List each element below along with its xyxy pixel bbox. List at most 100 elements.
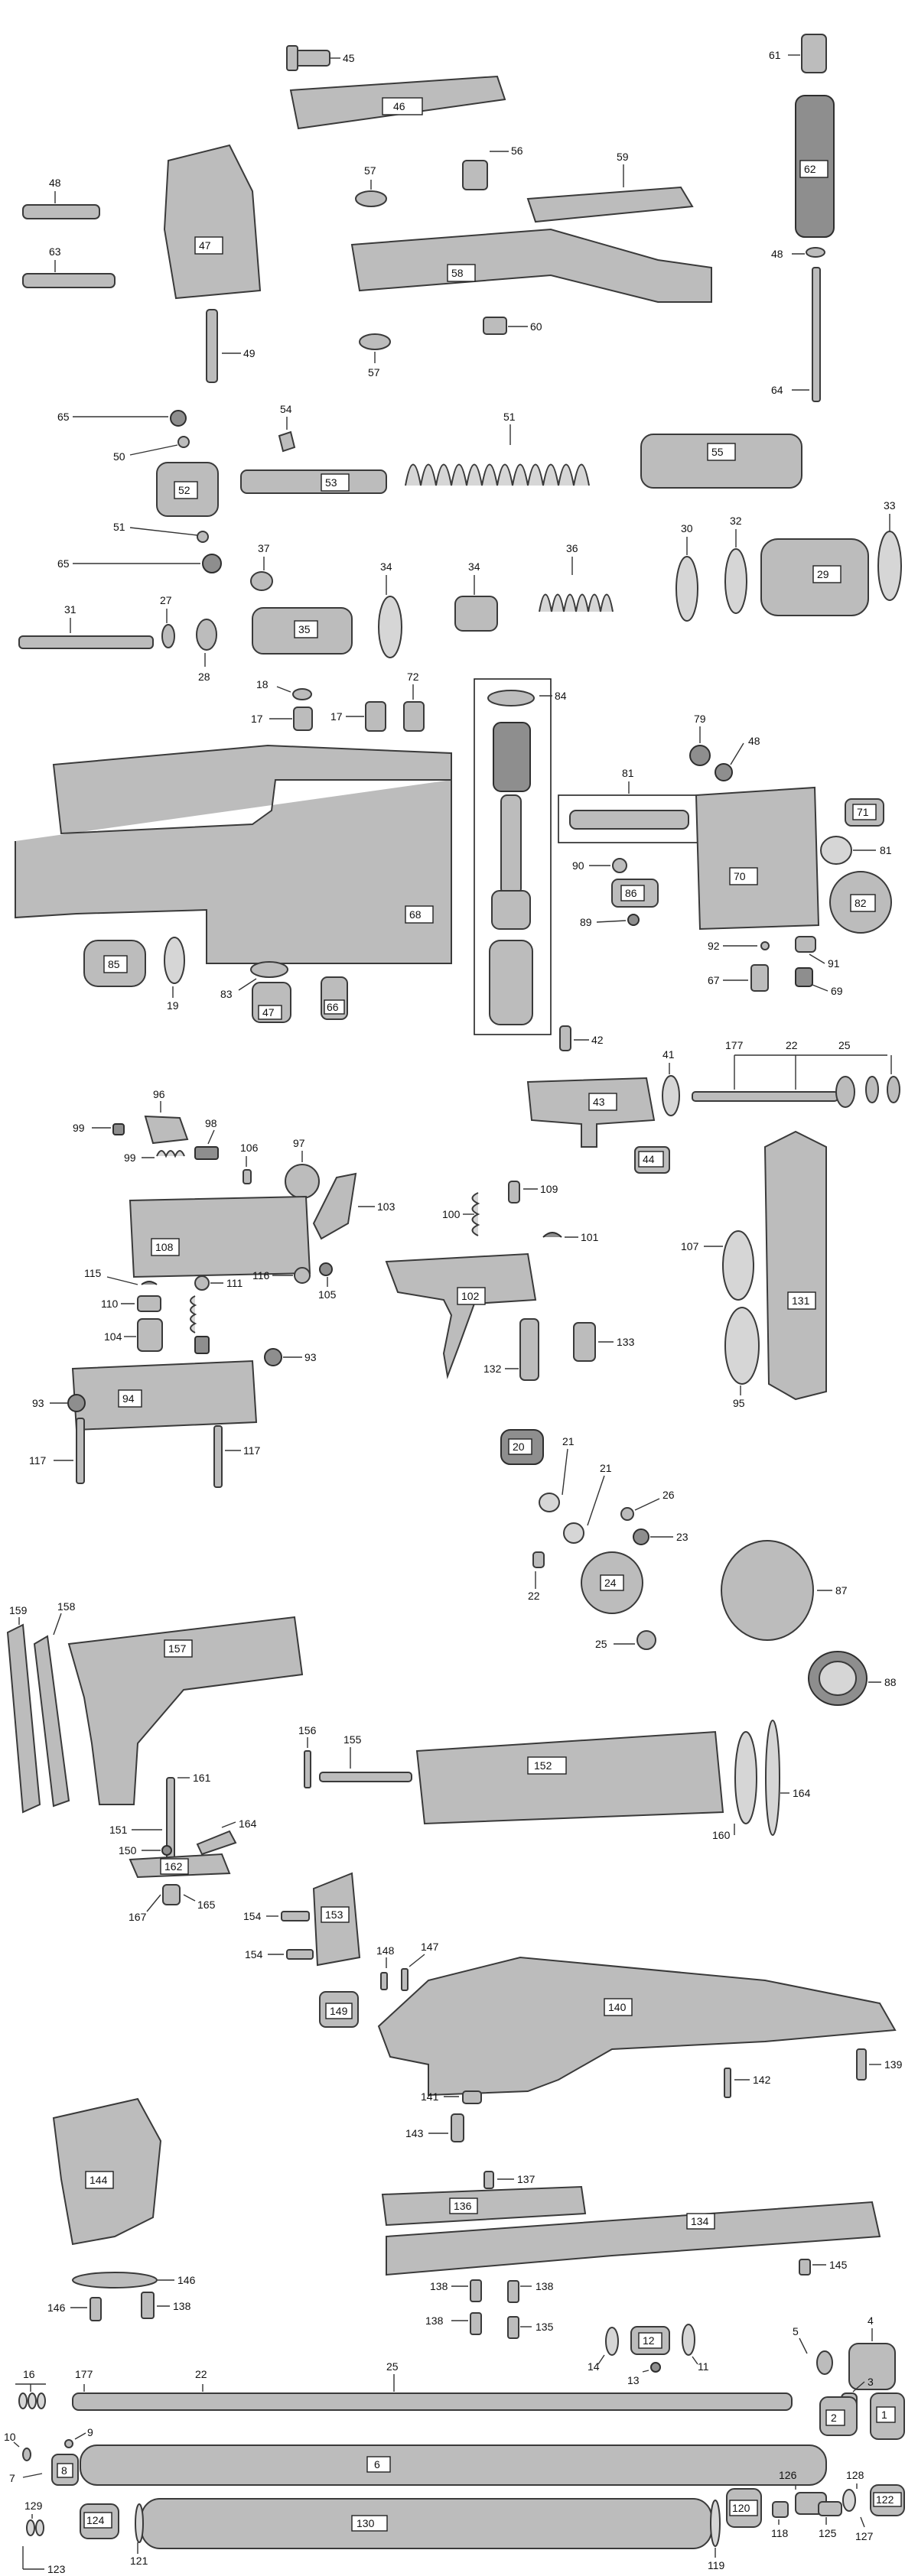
boxed-label: 94 bbox=[122, 1392, 135, 1405]
callout: 123 bbox=[47, 2563, 66, 2575]
callout: 138 bbox=[425, 2315, 444, 2327]
callout: 16 bbox=[23, 2368, 35, 2380]
callout: 14 bbox=[588, 2360, 600, 2373]
part-110: 105 bbox=[318, 1262, 337, 1301]
callout: 111 bbox=[226, 1277, 243, 1289]
part-25: 25 bbox=[595, 1630, 656, 1650]
part-124: 120 bbox=[726, 2488, 762, 2528]
part-35: 29 bbox=[760, 538, 869, 616]
callout: 138 bbox=[430, 2280, 448, 2292]
part-81a: 90 bbox=[572, 858, 627, 873]
boxed-label: 43 bbox=[593, 1096, 605, 1108]
part-84: 48 bbox=[715, 735, 760, 781]
part-98: 98 bbox=[194, 1117, 219, 1160]
callout: 142 bbox=[753, 2074, 771, 2086]
boxed-label: 157 bbox=[168, 1642, 187, 1655]
part-64: 64 bbox=[771, 267, 821, 402]
callout: 9 bbox=[87, 2426, 93, 2438]
callout: 49 bbox=[243, 347, 256, 359]
part-143: 143 bbox=[405, 2113, 464, 2142]
part-100: 100 bbox=[442, 1192, 480, 1236]
part-68: 68 bbox=[15, 744, 452, 964]
part-149: 149 bbox=[319, 1991, 359, 2028]
part-55: 55 bbox=[640, 434, 802, 489]
part-86: 71 bbox=[845, 798, 884, 827]
callout: 177 bbox=[725, 1039, 744, 1051]
part-60: 60 bbox=[483, 317, 542, 335]
part-18: 18 bbox=[256, 678, 312, 700]
part-33: 36 bbox=[539, 542, 614, 612]
callout: 81 bbox=[880, 844, 892, 856]
part-133: 95 bbox=[724, 1307, 760, 1409]
callout: 164 bbox=[239, 1817, 257, 1830]
callout: 87 bbox=[835, 1584, 848, 1597]
part-142: 141 bbox=[421, 2090, 482, 2104]
part-102: 102 bbox=[385, 1252, 537, 1379]
callout: 7 bbox=[9, 2472, 15, 2484]
callout: 155 bbox=[343, 1733, 362, 1746]
callout: 95 bbox=[733, 1397, 745, 1409]
callout: 125 bbox=[819, 2527, 837, 2539]
callout: 48 bbox=[49, 177, 61, 189]
part-23: 23 bbox=[633, 1528, 688, 1545]
part-65b: 65 bbox=[57, 554, 222, 573]
callout: 57 bbox=[368, 366, 380, 378]
callout: 93 bbox=[32, 1397, 44, 1409]
part-158: 158 bbox=[33, 1600, 76, 1808]
part-41: 41 bbox=[662, 1048, 680, 1116]
part-108: 108 bbox=[129, 1195, 311, 1278]
part-22: 22 bbox=[528, 1551, 545, 1602]
callout: 132 bbox=[483, 1363, 502, 1375]
part-93a: 93 bbox=[264, 1348, 317, 1366]
part-144: 144 bbox=[52, 2097, 162, 2246]
callout: 99 bbox=[124, 1152, 136, 1164]
callout: 84 bbox=[555, 690, 567, 702]
callout: 90 bbox=[572, 859, 584, 872]
boxed-label: 102 bbox=[461, 1290, 480, 1302]
part-137: 137 bbox=[483, 2171, 536, 2189]
part-83: 79 bbox=[689, 713, 711, 766]
callout: 103 bbox=[377, 1200, 396, 1213]
callout: 42 bbox=[591, 1034, 604, 1046]
part-87: 87 bbox=[721, 1540, 848, 1641]
callout: 89 bbox=[580, 916, 592, 928]
callout: 4 bbox=[868, 2315, 874, 2327]
callout: 133 bbox=[617, 1336, 635, 1348]
boxed-label: 108 bbox=[155, 1241, 174, 1253]
callout: 91 bbox=[828, 957, 840, 970]
callout: 97 bbox=[293, 1137, 305, 1149]
boxed-label: 35 bbox=[298, 623, 311, 635]
callout: 3 bbox=[868, 2376, 874, 2388]
part-99b: 106 bbox=[240, 1142, 259, 1184]
part-14: 14 bbox=[588, 2327, 619, 2373]
part-123: 119 bbox=[708, 2500, 725, 2571]
part-120: 124 bbox=[80, 2503, 119, 2539]
part-48c: 81 bbox=[820, 836, 892, 865]
callout: 51 bbox=[503, 411, 516, 423]
part-136: 136 bbox=[381, 2185, 587, 2227]
part-162: 162 bbox=[129, 1853, 231, 1879]
part-94: 94 bbox=[71, 1359, 258, 1431]
callout: 118 bbox=[771, 2527, 789, 2539]
part-49: 49 bbox=[206, 309, 256, 383]
part-32: 34 bbox=[454, 560, 498, 632]
callout: 37 bbox=[258, 542, 270, 554]
callout: 128 bbox=[846, 2469, 864, 2481]
callout: 64 bbox=[771, 384, 783, 396]
callout: 18 bbox=[256, 678, 269, 690]
part-2: 2 bbox=[819, 2396, 858, 2436]
part-127: 125 bbox=[818, 2501, 842, 2539]
part-barrel-upper: 16 177 22 25 bbox=[15, 2360, 793, 2411]
callout: 156 bbox=[298, 1724, 317, 1736]
boxed-label: 47 bbox=[262, 1006, 275, 1018]
callout: 22 bbox=[786, 1039, 798, 1051]
part-164b: 150 bbox=[119, 1844, 172, 1856]
boxed-label: 58 bbox=[451, 267, 464, 279]
part-128: 128 bbox=[842, 2469, 864, 2512]
boxed-label: 134 bbox=[691, 2215, 709, 2227]
callout: 54 bbox=[280, 403, 292, 415]
part-26: 26 bbox=[620, 1489, 675, 1521]
callout: 92 bbox=[708, 940, 720, 952]
callout: 146 bbox=[177, 2274, 196, 2286]
